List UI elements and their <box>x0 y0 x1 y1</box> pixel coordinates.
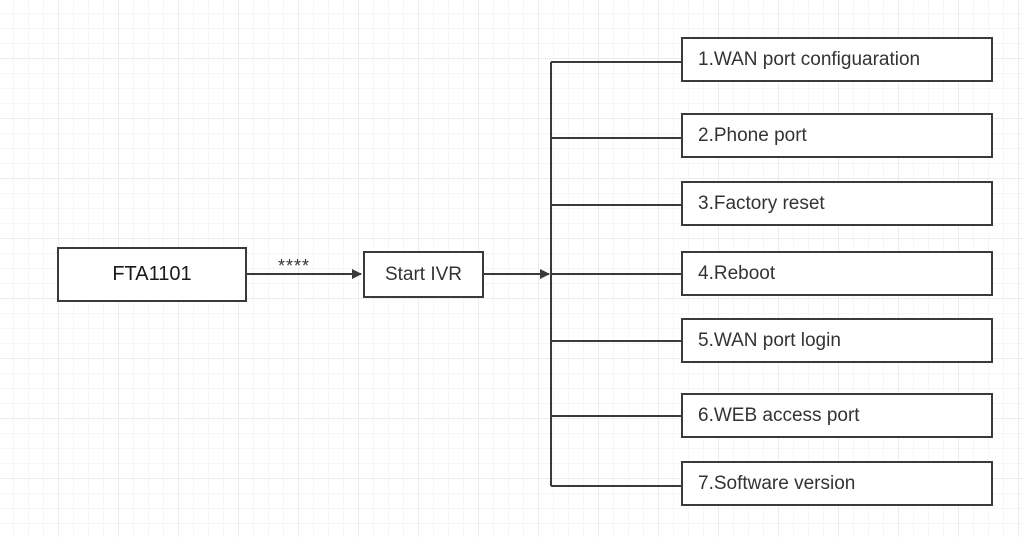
start-ivr-node: Start IVR <box>363 251 484 298</box>
menu-item-reboot: 4.Reboot <box>681 251 993 296</box>
menu-item-label: 4.Reboot <box>698 262 776 284</box>
menu-item-label: 7.Software version <box>698 472 856 494</box>
menu-item-phone-port: 2.Phone port <box>681 113 993 158</box>
menu-item-label: 6.WEB access port <box>698 404 860 426</box>
menu-item-software-version: 7.Software version <box>681 461 993 506</box>
device-node: FTA1101 <box>57 247 247 302</box>
menu-item-wan-login: 5.WAN port login <box>681 318 993 363</box>
menu-item-web-access-port: 6.WEB access port <box>681 393 993 438</box>
access-code-label: **** <box>278 256 311 276</box>
menu-item-factory-reset: 3.Factory reset <box>681 181 993 226</box>
menu-item-label: 1.WAN port configuaration <box>698 48 921 70</box>
menu-item-label: 2.Phone port <box>698 124 807 146</box>
menu-item-label: 3.Factory reset <box>698 192 825 214</box>
menu-item-wan-config: 1.WAN port configuaration <box>681 37 993 82</box>
device-label: FTA1101 <box>112 263 192 285</box>
menu-item-label: 5.WAN port login <box>698 329 841 351</box>
ivr-label: Start IVR <box>384 263 463 285</box>
